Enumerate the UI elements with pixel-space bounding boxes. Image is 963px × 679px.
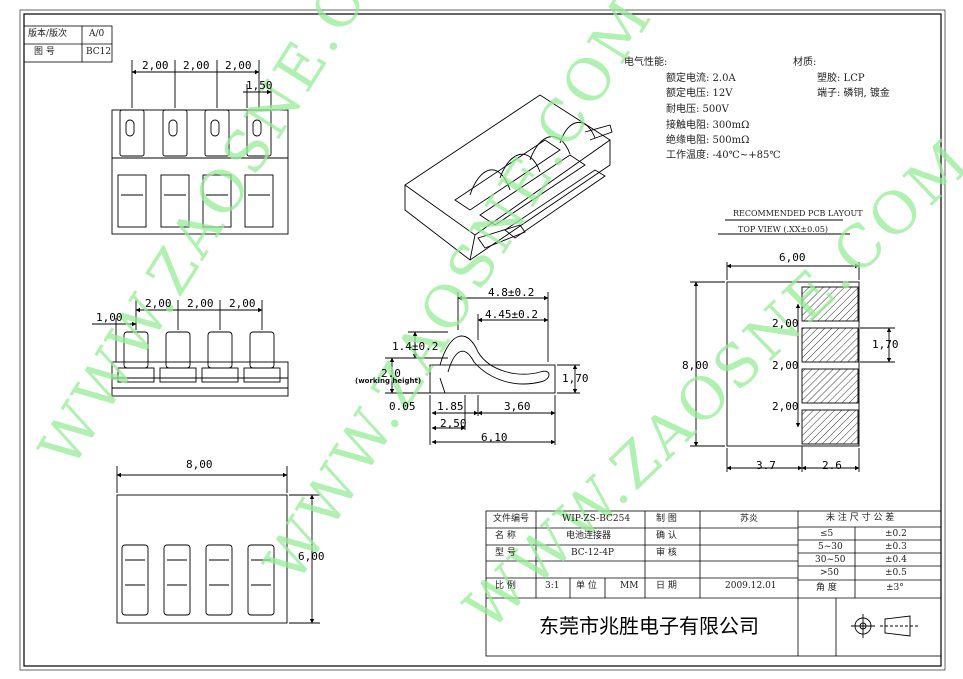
pcb-layout-title: RECOMMENDED PCB LAYOUT — [733, 209, 863, 218]
pcb-pitch-2: 2,00 — [772, 359, 799, 372]
contact-overall-top: 4.8±0.2 — [488, 286, 535, 299]
tolerance-range: 5~30 — [818, 542, 843, 552]
tolerance-range: ≤5 — [820, 529, 834, 539]
material-terminal: 端子: 磷铜, 镀金 — [817, 88, 890, 99]
contact-resistance: 接触电阻: 300mΩ — [666, 120, 750, 131]
side-pitch-1: 2,00 — [145, 297, 172, 310]
front-pitch-2: 2,00 — [183, 59, 210, 72]
file-no-label: 文件编号 — [493, 514, 530, 524]
tolerance-range: >50 — [820, 568, 839, 578]
date-label: 日 期 — [656, 581, 677, 591]
front-slot-width: 1,50 — [246, 79, 273, 92]
side-pitch-2: 2,00 — [187, 297, 214, 310]
contact-dim-1: 1.85 — [437, 400, 464, 413]
approved-label: 审 核 — [656, 548, 677, 558]
material-housing: 塑胶: LCP — [817, 73, 865, 84]
front-view — [111, 60, 289, 235]
bottom-width: 8,00 — [186, 458, 213, 471]
drawn-label: 制 图 — [656, 514, 677, 524]
drawing-no-label: 图 号 — [34, 47, 55, 57]
contact-length: 4.45±0.2 — [485, 308, 538, 321]
date-value: 2009.12.01 — [725, 581, 777, 591]
isometric-view — [404, 94, 613, 261]
bottom-height: 6,00 — [298, 550, 325, 563]
pcb-width: 6,00 — [779, 251, 806, 264]
tolerance-value: ±0.5 — [885, 568, 907, 578]
bottom-view — [116, 466, 320, 624]
drawing-no-value: BC12 — [86, 47, 112, 57]
front-pitch-1: 2,00 — [142, 59, 169, 72]
withstand-voltage: 耐电压: 500V — [666, 104, 729, 115]
tolerance-value: ±0.3 — [885, 542, 907, 552]
name-value: 电池连接器 — [566, 531, 612, 541]
side-edge-offset: 1,00 — [96, 311, 123, 324]
projection-symbol-icon — [851, 614, 918, 638]
tolerance-value: ±0.4 — [885, 555, 907, 565]
operating-temp: 工作温度: -40℃~+85℃ — [666, 150, 781, 161]
pcb-pad-width: 2.6 — [822, 459, 842, 472]
name-label: 名 称 — [495, 531, 516, 541]
electrical-heading: 电气性能: — [624, 57, 668, 68]
material-heading: 材质: — [793, 57, 817, 68]
file-no-value: WIP-ZS-BC254 — [562, 514, 631, 524]
insulation-resistance: 绝缘电阻: 500mΩ — [666, 135, 750, 146]
company-name: 东莞市兆胜电子有限公司 — [539, 614, 759, 638]
contact-profile — [385, 292, 580, 445]
pcb-layout — [690, 219, 895, 472]
title-block — [485, 510, 942, 657]
tolerance-range: 30~50 — [815, 555, 846, 565]
pcb-pitch-1: 2,00 — [772, 317, 799, 330]
pcb-pad-height: 1,70 — [872, 338, 899, 351]
rated-voltage: 额定电压: 12V — [666, 88, 733, 99]
tolerance-value: ±3° — [886, 583, 904, 593]
side-pitch-3: 2,00 — [229, 297, 256, 310]
pcb-pitch-3: 2,00 — [772, 400, 799, 413]
scale-value: 3:1 — [545, 581, 560, 591]
contact-right: 1,70 — [562, 372, 589, 385]
working-height-label: (working height) — [355, 377, 422, 385]
scale-label: 比 例 — [495, 581, 516, 591]
checked-label: 确 认 — [656, 531, 677, 541]
tolerance-heading: 未 注 尺 寸 公 差 — [826, 513, 895, 523]
contact-dim-2: 3,60 — [504, 400, 531, 413]
side-view — [92, 300, 289, 397]
unit-value: MM — [620, 581, 639, 591]
contact-thickness: 0.05 — [389, 400, 416, 413]
model-label: 型 号 — [495, 548, 516, 558]
working-height: 2.0 — [381, 367, 401, 380]
pcb-left-offset: 3.7 — [756, 459, 776, 472]
version-value: A/0 — [89, 29, 105, 39]
front-pitch-3: 2,00 — [225, 59, 252, 72]
tolerance-range: 角 度 — [816, 583, 837, 593]
rated-current: 额定电流: 2.0A — [666, 73, 736, 84]
model-value: BC-12-4P — [571, 548, 614, 558]
contact-dim-3: 2,50 — [440, 417, 467, 430]
pcb-layout-subtitle: TOP VIEW (.XX±0.05) — [738, 225, 829, 234]
unit-label: 单 位 — [576, 581, 597, 591]
tolerance-value: ±0.2 — [885, 529, 907, 539]
version-label: 版本/版次 — [28, 29, 68, 39]
revision-box — [23, 25, 113, 63]
contact-overall: 6,10 — [481, 431, 508, 444]
drawn-value: 苏炎 — [740, 514, 759, 524]
pcb-height: 8,00 — [682, 359, 709, 372]
contact-height-tol: 1.4±0.2 — [392, 340, 439, 353]
